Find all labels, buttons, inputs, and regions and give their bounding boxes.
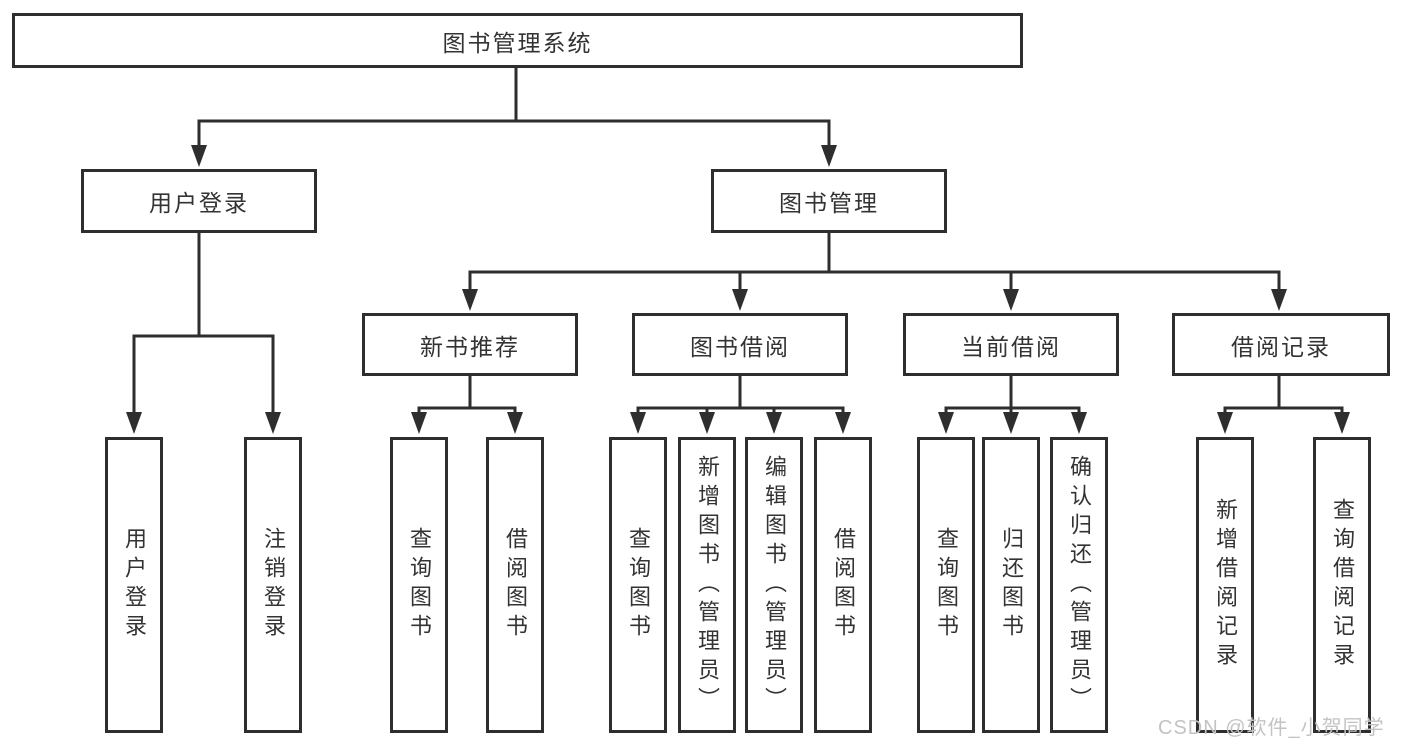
node-user-login-label: 用户登录 (149, 190, 249, 216)
node-leaf-query-books-current-label: 查询图书 (934, 527, 959, 643)
node-leaf-confirm-return-admin-label: 确认归还（管理员） (1067, 454, 1092, 716)
node-leaf-add-books-admin: 新增图书（管理员） (678, 437, 736, 733)
node-borrowing-records: 借阅记录 (1172, 313, 1390, 376)
node-borrowing-records-label: 借阅记录 (1231, 333, 1331, 360)
node-leaf-borrow-books-borrowing-label: 借阅图书 (831, 527, 856, 643)
node-current-borrowing-label: 当前借阅 (961, 333, 1061, 360)
node-current-borrowing: 当前借阅 (903, 313, 1119, 376)
node-leaf-return-books-label: 归还图书 (999, 527, 1024, 643)
node-new-book-recommend: 新书推荐 (362, 313, 578, 376)
node-leaf-borrow-books-recommend: 借阅图书 (486, 437, 544, 733)
node-leaf-user-login-label: 用户登录 (122, 527, 147, 643)
node-library-management-system-label: 图书管理系统 (442, 29, 593, 56)
node-new-book-recommend-label: 新书推荐 (420, 333, 520, 360)
node-leaf-borrow-books-borrowing: 借阅图书 (814, 437, 872, 733)
node-book-management-label: 图书管理 (779, 190, 879, 216)
node-leaf-query-books-borrowing-label: 查询图书 (626, 527, 651, 643)
node-leaf-query-books-current: 查询图书 (917, 437, 975, 733)
node-book-management: 图书管理 (711, 169, 947, 233)
node-leaf-query-borrow-record: 查询借阅记录 (1313, 437, 1371, 733)
node-leaf-query-books-recommend-label: 查询图书 (407, 527, 432, 643)
node-user-login: 用户登录 (81, 169, 317, 233)
node-book-borrowing: 图书借阅 (632, 313, 848, 376)
connector-root-to-level2 (191, 66, 837, 167)
node-leaf-borrow-books-recommend-label: 借阅图书 (503, 527, 528, 643)
connector-borrowing-records-branch (1217, 374, 1350, 434)
node-leaf-user-login: 用户登录 (105, 437, 163, 733)
node-leaf-add-borrow-record-label: 新增借阅记录 (1213, 498, 1238, 672)
node-leaf-edit-books-admin-label: 编辑图书（管理员） (762, 454, 787, 716)
node-leaf-query-books-borrowing: 查询图书 (609, 437, 667, 733)
node-leaf-query-books-recommend: 查询图书 (390, 437, 448, 733)
csdn-watermark: CSDN @软件_小贺同学 (1158, 717, 1385, 739)
connector-current-borrowing-branch (938, 374, 1087, 434)
node-leaf-confirm-return-admin: 确认归还（管理员） (1050, 437, 1108, 733)
connector-new-book-recommend-branch (411, 374, 523, 434)
connector-book-management-branch (462, 231, 1287, 311)
node-leaf-query-borrow-record-label: 查询借阅记录 (1330, 498, 1355, 672)
node-leaf-return-books: 归还图书 (982, 437, 1040, 733)
node-leaf-edit-books-admin: 编辑图书（管理员） (745, 437, 803, 733)
node-leaf-logout: 注销登录 (244, 437, 302, 733)
node-leaf-add-borrow-record: 新增借阅记录 (1196, 437, 1254, 733)
node-book-borrowing-label: 图书借阅 (690, 333, 790, 360)
node-library-management-system: 图书管理系统 (12, 13, 1023, 68)
node-leaf-logout-label: 注销登录 (261, 527, 286, 643)
connector-user-login-branch (126, 231, 281, 434)
connector-book-borrowing-branch (630, 374, 851, 434)
node-leaf-add-books-admin-label: 新增图书（管理员） (695, 454, 720, 716)
